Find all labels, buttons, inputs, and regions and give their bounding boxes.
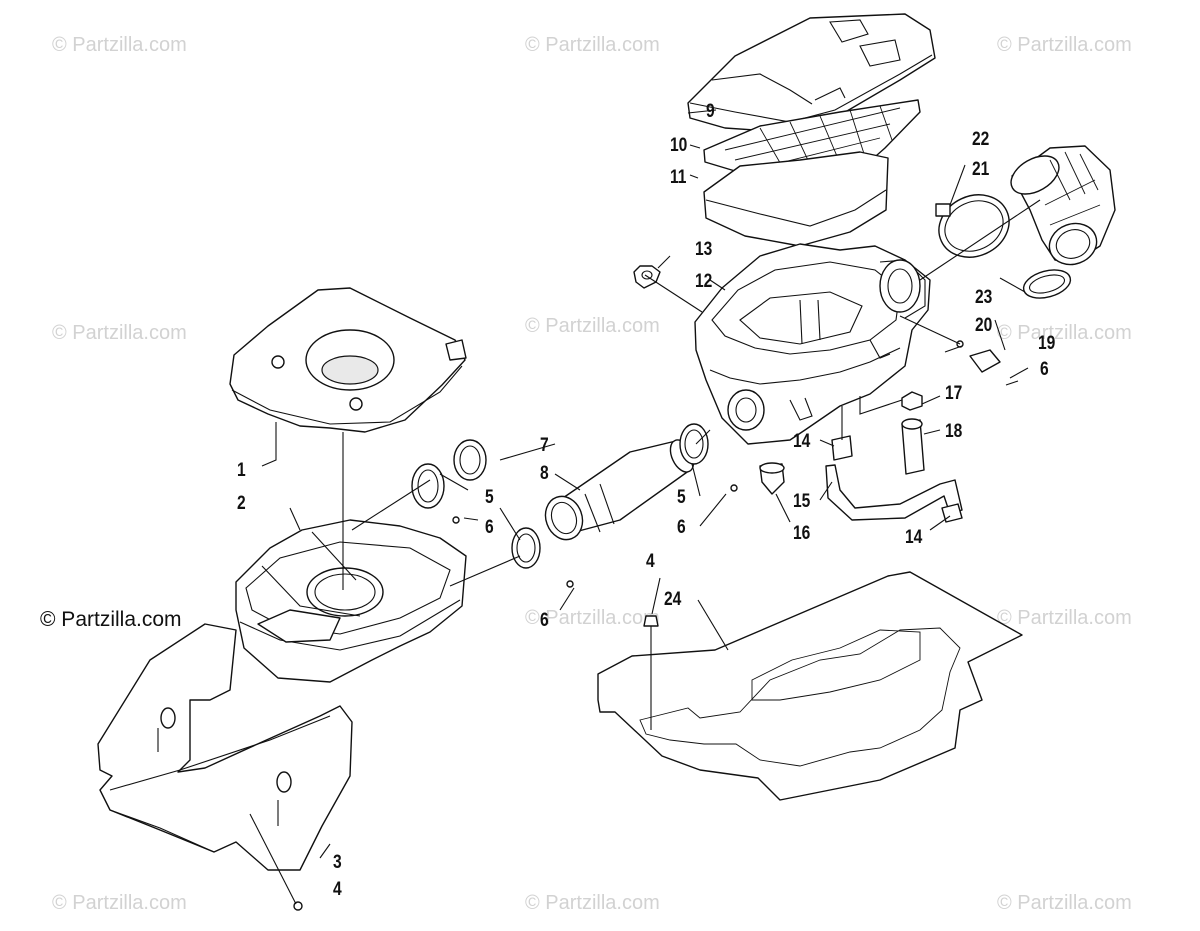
- top-cover-part: [229, 287, 467, 433]
- floor-panel-part: [597, 571, 1023, 801]
- callout-9: 9: [706, 101, 715, 122]
- watermark: © Partzilla.com: [997, 892, 1132, 914]
- callout-2: 2: [237, 493, 246, 514]
- watermark: © Partzilla.com: [52, 34, 187, 56]
- airbox-body-part: [694, 243, 931, 445]
- watermark: © Partzilla.com: [997, 607, 1132, 629]
- callout-5: 5: [677, 487, 686, 508]
- watermark: © Partzilla.com: [52, 892, 187, 914]
- callout-4: 4: [646, 551, 655, 572]
- callout-16: 16: [793, 523, 811, 544]
- watermark: © Partzilla.com: [525, 34, 660, 56]
- watermark: © Partzilla.com: [525, 607, 660, 629]
- callout-6: 6: [540, 610, 549, 631]
- callout-10: 10: [670, 135, 688, 156]
- callout-3: 3: [333, 852, 342, 873]
- callout-19: 19: [1038, 333, 1056, 354]
- callout-11: 11: [670, 167, 687, 188]
- callout-6: 6: [1040, 359, 1049, 380]
- watermark: © Partzilla.com: [525, 892, 660, 914]
- watermark: © Partzilla.com: [52, 322, 187, 344]
- leader-lines: [249, 109, 1041, 905]
- watermark-main: © Partzilla.com: [40, 608, 182, 631]
- callout-20: 20: [975, 315, 993, 336]
- callout-21: 21: [972, 159, 990, 180]
- callout-14: 14: [793, 431, 811, 452]
- watermark: © Partzilla.com: [525, 315, 660, 337]
- callout-15: 15: [793, 491, 811, 512]
- callout-22: 22: [972, 129, 990, 150]
- callout-24: 24: [664, 589, 682, 610]
- drain-hose-part: [759, 435, 963, 523]
- callout-6: 6: [677, 517, 686, 538]
- callout-12: 12: [695, 271, 713, 292]
- base-tray-part: [235, 519, 467, 683]
- callout-6: 6: [485, 517, 494, 538]
- callout-13: 13: [695, 239, 713, 260]
- callout-1: 1: [237, 460, 246, 481]
- callout-5: 5: [485, 487, 494, 508]
- callout-23: 23: [975, 287, 993, 308]
- watermark: © Partzilla.com: [997, 34, 1132, 56]
- duct-tube-part: [544, 439, 695, 541]
- intake-boot-part: [935, 145, 1116, 299]
- bracket-parts: [956, 340, 1019, 386]
- screw-hardware: [643, 615, 659, 730]
- callout-14: 14: [905, 527, 923, 548]
- watermark: © Partzilla.com: [997, 322, 1132, 344]
- callout-8: 8: [540, 463, 549, 484]
- heat-shield-part: [97, 623, 353, 911]
- callout-7: 7: [540, 435, 549, 456]
- callout-4: 4: [333, 879, 342, 900]
- callout-17: 17: [945, 383, 963, 404]
- callout-18: 18: [945, 421, 963, 442]
- filter-element-part: [703, 151, 889, 247]
- grommet-part: [633, 265, 661, 289]
- airbox-lid-part: [687, 13, 936, 133]
- drain-parts: [901, 391, 925, 475]
